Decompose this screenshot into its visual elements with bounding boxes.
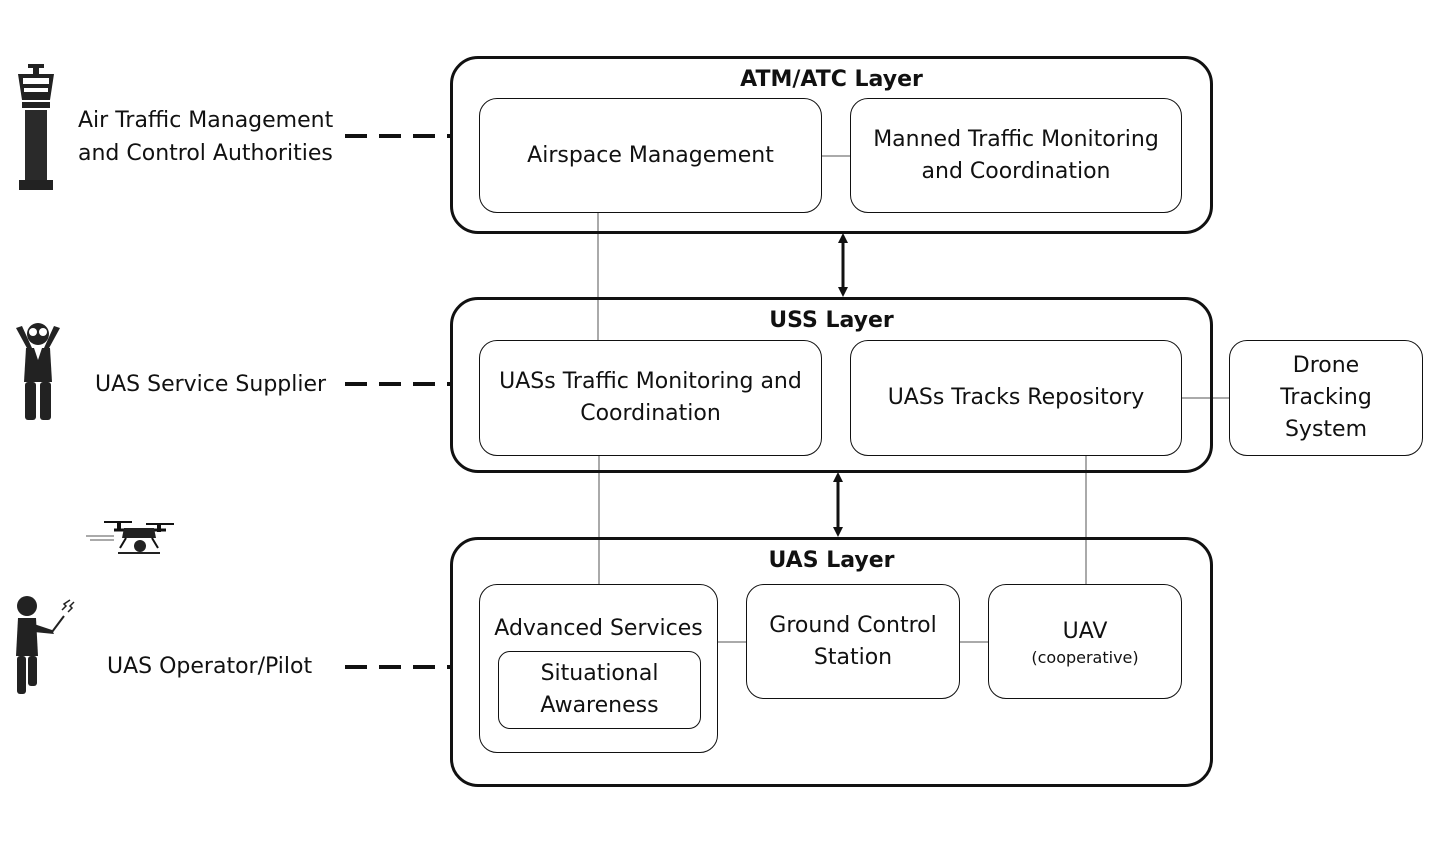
uav-label: UAV — [1062, 618, 1108, 644]
ground-control-label-line2: Station — [813, 644, 893, 670]
uas-tracks-label: UASs Tracks Repository — [887, 385, 1145, 410]
uss-layer-title: USS Layer — [769, 308, 894, 333]
situational-awareness-label-line2: Awareness — [540, 693, 659, 718]
atc-actor-label-line1: Air Traffic Management — [78, 108, 334, 133]
supplier-person-icon — [16, 323, 60, 420]
uav-box: UAV (cooperative) — [988, 584, 1182, 699]
operator-actor-label: UAS Operator/Pilot — [107, 654, 313, 679]
drone-tracking-label-line1: Drone — [1292, 353, 1360, 378]
atc-actor-label-line2: and Control Authorities — [78, 141, 333, 166]
atm-atc-layer-title: ATM/ATC Layer — [740, 67, 923, 92]
uas-layer: UAS Layer — [450, 537, 1213, 787]
uas-layer-title: UAS Layer — [768, 548, 895, 573]
drone-tracking-label-line3: System — [1284, 417, 1368, 442]
atc-actor-label: Air Traffic Management and Control Autho… — [78, 104, 333, 170]
drone-icon — [86, 521, 174, 554]
pilot-icon — [16, 596, 75, 694]
uss-layer: USS Layer — [450, 297, 1213, 473]
advanced-services-label: Advanced Services — [494, 616, 703, 641]
uas-tracks-box: UASs Tracks Repository — [850, 340, 1182, 456]
uas-traffic-label-line2: Coordination — [580, 401, 721, 426]
manned-traffic-box: Manned Traffic Monitoring and Coordinati… — [850, 98, 1182, 213]
ground-control-box: Ground Control Station — [746, 584, 960, 699]
uss-actor-label: UAS Service Supplier — [95, 372, 327, 397]
manned-traffic-label-line1: Manned Traffic Monitoring — [873, 126, 1159, 152]
control-tower-icon — [18, 64, 54, 190]
ground-control-label-line1: Ground Control — [769, 612, 937, 638]
uav-note: (cooperative) — [1031, 647, 1139, 667]
manned-traffic-label-line2: and Coordination — [921, 158, 1111, 184]
drone-tracking-box: Drone Tracking System — [1229, 340, 1423, 456]
atm-atc-layer: ATM/ATC Layer — [450, 56, 1213, 234]
airspace-management-box: Airspace Management — [479, 98, 822, 213]
airspace-management-label: Airspace Management — [527, 142, 774, 168]
situational-awareness-box: Situational Awareness — [498, 651, 701, 729]
uas-traffic-box: UASs Traffic Monitoring and Coordination — [479, 340, 822, 456]
uas-traffic-label-line1: UASs Traffic Monitoring and — [499, 369, 802, 394]
drone-tracking-label-line2: Tracking — [1280, 385, 1372, 410]
situational-awareness-label-line1: Situational — [540, 661, 659, 686]
